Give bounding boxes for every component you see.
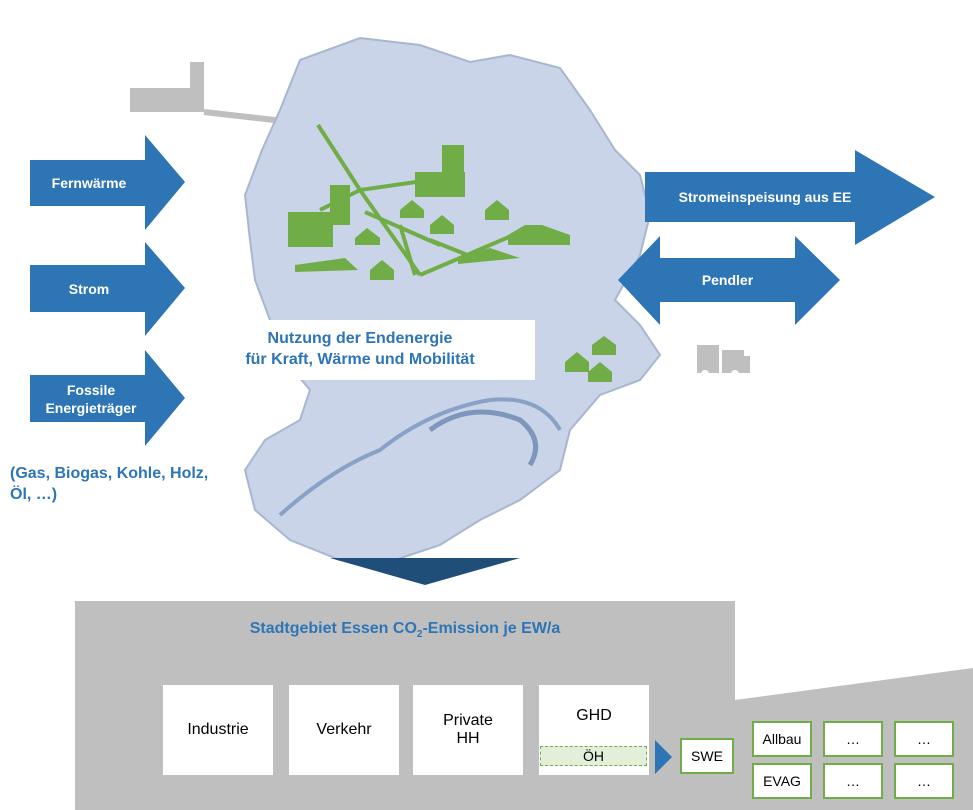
swe-arrow-icon — [655, 740, 672, 774]
input-label-fernwaerme: Fernwärme — [51, 175, 127, 191]
arrow-pendler — [618, 236, 840, 325]
ghd-oeh-box: ÖH — [540, 746, 647, 766]
emissions-title-pre: Stadtgebiet Essen CO — [249, 620, 417, 637]
emissions-title-post: -Emission je EW/a — [422, 620, 561, 637]
center-label-line2: für Kraft, Wärme und Mobilität — [245, 351, 475, 368]
sector-verkehr: Verkehr — [289, 685, 399, 775]
down-arrow — [330, 558, 520, 585]
company-placeholder: … — [823, 721, 883, 757]
arrow-stromeinspeisung — [645, 150, 935, 245]
swe-box: SWE — [680, 738, 734, 774]
city-map-shape — [243, 36, 662, 561]
input-label-strom: Strom — [68, 280, 110, 297]
sector-label: GHD — [576, 707, 612, 724]
arrow-strom — [30, 242, 185, 336]
output-label-feed-in: Stromeinspeisung aus EE — [678, 189, 852, 205]
sector-industrie: Industrie — [163, 685, 273, 775]
factory-icon — [130, 62, 204, 112]
river-line — [278, 397, 562, 517]
input-label-fossil: Fossile Energieträger — [45, 381, 137, 416]
company-placeholder: … — [894, 721, 954, 757]
company-placeholder: … — [894, 763, 954, 799]
emissions-title-sub: 2 — [416, 629, 423, 641]
center-label-box: Nutzung der Endenergie für Kraft, Wärme … — [185, 320, 535, 380]
center-label-line1: Nutzung der Endenergie — [267, 330, 453, 347]
arrow-fernwaerme — [30, 135, 185, 230]
building-icons — [288, 145, 616, 382]
arrow-fossil — [30, 350, 185, 446]
company-evag: EVAG — [752, 763, 812, 799]
sector-private-hh: Private HH — [413, 685, 523, 775]
output-label-pendler: Pendler — [701, 272, 754, 288]
company-placeholder: … — [823, 763, 883, 799]
sector-label: Verkehr — [316, 721, 372, 738]
emissions-title: Stadtgebiet Essen CO2-Emission je EW/a — [75, 620, 735, 640]
fossil-examples: (Gas, Biogas, Kohle, Holz, Öl, …) — [10, 465, 209, 503]
input-arrows — [30, 135, 185, 446]
truck-icon — [697, 345, 750, 378]
sector-label: Industrie — [187, 721, 249, 738]
company-allbau: Allbau — [752, 721, 812, 757]
sector-label: Private HH — [443, 712, 493, 747]
